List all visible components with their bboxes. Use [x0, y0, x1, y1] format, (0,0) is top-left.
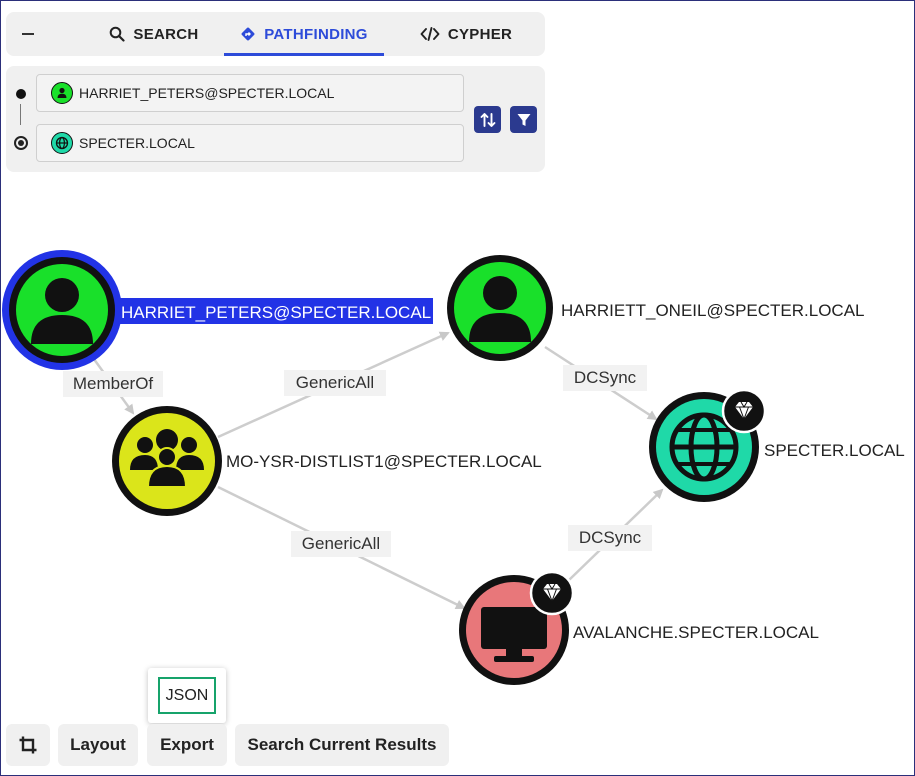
- target-node-value: SPECTER.LOCAL: [79, 135, 195, 151]
- node-harriet-peters[interactable]: HARRIET_PETERS@SPECTER.LOCAL: [2, 250, 433, 370]
- tab-pathfinding-label: PATHFINDING: [264, 25, 368, 43]
- start-dot-icon: [16, 89, 26, 99]
- path-connector: [20, 104, 21, 125]
- target-node-input[interactable]: SPECTER.LOCAL: [36, 124, 464, 162]
- swap-nodes-button[interactable]: [474, 106, 501, 133]
- edge-label-dcsync-2-text: DCSync: [579, 528, 642, 547]
- user-icon: [51, 82, 73, 104]
- tier-zero-gem-icon: [529, 570, 575, 616]
- edge-label-memberof-text: MemberOf: [73, 374, 154, 393]
- crop-icon: [19, 736, 37, 754]
- search-icon: [110, 26, 126, 42]
- edge-label-dcsync-2[interactable]: DCSync: [568, 525, 652, 551]
- node-label-harriet-peters: HARRIET_PETERS@SPECTER.LOCAL: [121, 303, 431, 322]
- start-node-value: HARRIET_PETERS@SPECTER.LOCAL: [79, 85, 335, 101]
- tier-zero-gem-icon: [721, 388, 767, 434]
- tab-cypher-label: CYPHER: [447, 25, 513, 43]
- monitor-icon: [481, 607, 547, 662]
- export-button[interactable]: Export: [147, 724, 227, 766]
- node-specter-local[interactable]: SPECTER.LOCAL: [649, 388, 905, 502]
- edge-label-dcsync-1-text: DCSync: [574, 368, 637, 387]
- user-icon: [469, 276, 531, 342]
- target-dot-icon: [14, 136, 28, 150]
- node-label-distlist: MO-YSR-DISTLIST1@SPECTER.LOCAL: [226, 452, 542, 471]
- node-avalanche[interactable]: AVALANCHE.SPECTER.LOCAL: [459, 570, 819, 685]
- tab-search[interactable]: SEARCH: [84, 12, 224, 56]
- user-icon: [31, 278, 93, 344]
- group-icon: [130, 429, 204, 488]
- edge-label-genericall-2[interactable]: GenericAll: [291, 531, 391, 557]
- tab-cypher[interactable]: CYPHER: [396, 12, 536, 56]
- edge-label-genericall-1[interactable]: GenericAll: [284, 370, 386, 396]
- node-label-avalanche: AVALANCHE.SPECTER.LOCAL: [573, 623, 819, 642]
- tab-search-label: SEARCH: [133, 25, 199, 43]
- collapse-panel-button[interactable]: [16, 22, 40, 46]
- crop-button[interactable]: [6, 724, 50, 766]
- minus-icon: [22, 33, 34, 35]
- search-current-results-button[interactable]: Search Current Results: [235, 724, 449, 766]
- diamond-route-icon: [241, 27, 255, 41]
- explore-tab-bar: SEARCH PATHFINDING CYPHER: [6, 12, 545, 56]
- edge-label-memberof[interactable]: MemberOf: [63, 371, 163, 397]
- edge-label-dcsync-1[interactable]: DCSync: [563, 365, 647, 391]
- node-label-specter-local: SPECTER.LOCAL: [764, 441, 905, 460]
- filter-icon: [517, 113, 530, 126]
- edge-filter-button[interactable]: [510, 106, 537, 133]
- export-json-option[interactable]: JSON: [158, 677, 216, 714]
- node-label-harriett-oneil: HARRIETT_ONEIL@SPECTER.LOCAL: [561, 301, 865, 320]
- swap-arrows-icon: [480, 112, 495, 127]
- code-icon: [420, 27, 440, 41]
- globe-icon: [51, 132, 73, 154]
- export-menu: JSON: [148, 668, 226, 723]
- node-harriett-oneil[interactable]: HARRIETT_ONEIL@SPECTER.LOCAL: [447, 255, 865, 361]
- start-node-input[interactable]: HARRIET_PETERS@SPECTER.LOCAL: [36, 74, 464, 112]
- globe-icon: [669, 412, 739, 482]
- edge-label-genericall-1-text: GenericAll: [296, 373, 374, 392]
- tab-pathfinding[interactable]: PATHFINDING: [224, 12, 384, 56]
- edge-label-genericall-2-text: GenericAll: [302, 534, 380, 553]
- node-distlist[interactable]: MO-YSR-DISTLIST1@SPECTER.LOCAL: [112, 406, 542, 516]
- layout-button[interactable]: Layout: [58, 724, 138, 766]
- pathfinding-panel: HARRIET_PETERS@SPECTER.LOCAL SPECTER.LOC…: [6, 66, 545, 172]
